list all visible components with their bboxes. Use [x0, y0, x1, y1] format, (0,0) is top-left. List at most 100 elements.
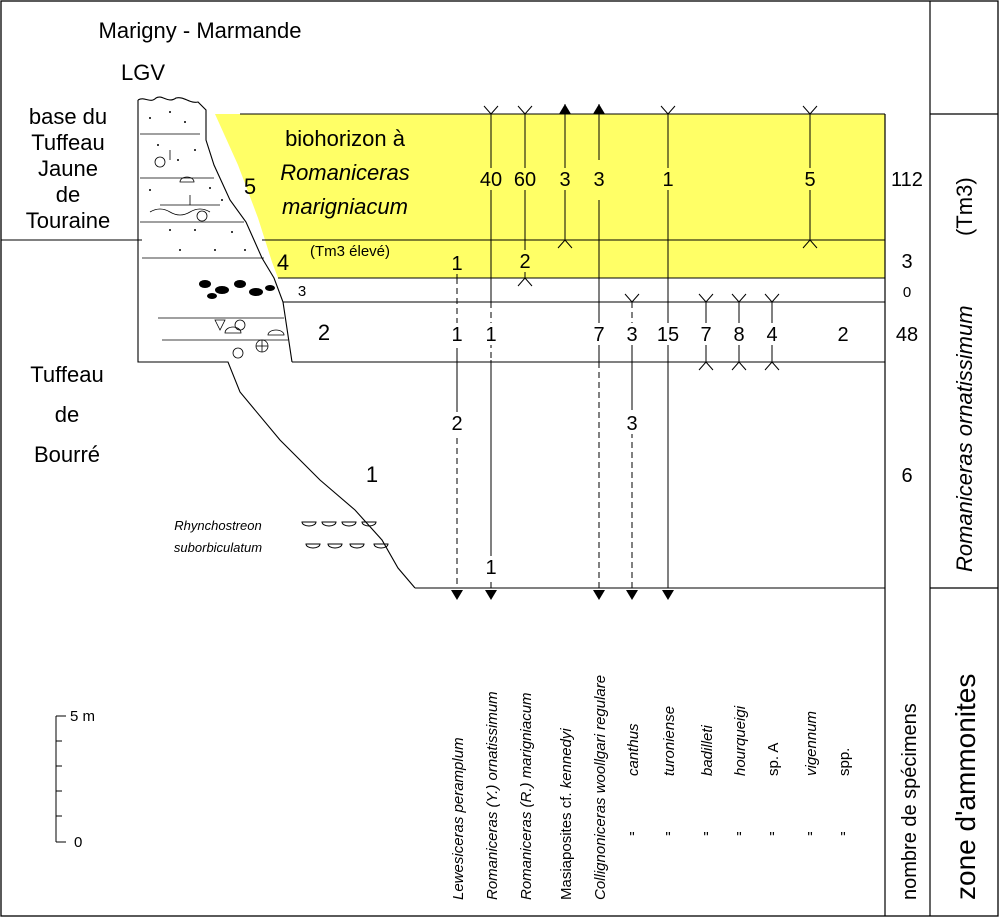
- ditto-mark: ": [807, 829, 812, 846]
- specimen-count: 3: [626, 413, 637, 435]
- range-top-fork: [660, 105, 676, 115]
- specimen-total: 112: [891, 169, 923, 191]
- specimen-total: 3: [901, 251, 912, 273]
- specimen-count: 1: [451, 253, 462, 275]
- specimen-count: 7: [593, 324, 604, 346]
- taxon-name: Romaniceras (Y.) ornatissimum: [484, 691, 501, 900]
- ditto-mark: ": [703, 829, 708, 846]
- range-continues-down-arrow: [626, 590, 638, 600]
- count-background: [829, 323, 857, 345]
- specimen-count: 1: [451, 324, 462, 346]
- formation-upper-line: Touraine: [26, 208, 110, 233]
- scale-bar: [55, 715, 66, 843]
- ditto-mark: ": [769, 829, 774, 846]
- ditto-mark: ": [629, 829, 634, 846]
- ditto-mark: ": [736, 829, 741, 846]
- formation-upper-line: base du: [29, 104, 107, 129]
- count-background: [443, 412, 471, 434]
- specimen-count: 4: [766, 324, 777, 346]
- specimen-count: 40: [480, 169, 502, 191]
- ditto-mark: ": [665, 829, 670, 846]
- formation-upper-label: base du Tuffeau Jaune de Touraine: [26, 104, 110, 233]
- count-background: [551, 168, 579, 190]
- range-bottom-fork: [802, 239, 818, 249]
- specimen-count: 60: [514, 169, 536, 191]
- site-subtitle: LGV: [121, 60, 165, 85]
- range-bottom-fork: [731, 361, 747, 371]
- specimen-total: 0: [903, 284, 911, 301]
- taxon-name: vigennum: [803, 711, 820, 776]
- ditto-mark: ": [840, 829, 845, 846]
- range-continues-up-arrow: [559, 104, 571, 114]
- bed-number: 3: [298, 283, 306, 300]
- count-background: [654, 323, 682, 345]
- specimen-count: 3: [593, 169, 604, 191]
- taxon-name: sp. A: [765, 743, 782, 776]
- zone-name: Romaniceras ornatissimum: [952, 305, 977, 572]
- specimen-count: 2: [519, 251, 530, 273]
- bed-number: 5: [244, 174, 256, 199]
- range-bottom-fork: [698, 361, 714, 371]
- log-weathering-profile: [137, 96, 293, 363]
- biohorizon-taxon-species: marigniacum: [282, 194, 408, 219]
- specimen-count: 8: [733, 324, 744, 346]
- biohorizon-label: biohorizon à: [285, 126, 406, 151]
- count-background: [758, 323, 786, 345]
- log-texture: [140, 133, 288, 359]
- taxon-name: spp.: [836, 748, 853, 776]
- count-column-title: nombre de spécimens: [899, 703, 921, 900]
- formation-lower-line: de: [55, 402, 79, 427]
- taxon-name: turoniense: [661, 706, 678, 776]
- count-background: [585, 168, 613, 190]
- specimen-count: 3: [559, 169, 570, 191]
- biohorizon-highlight: [215, 114, 885, 278]
- taxon-name: canthus: [625, 723, 642, 776]
- taxon-name: Masiaposites cf. kennedyi: [558, 728, 575, 900]
- bed-number: 4: [277, 250, 289, 275]
- bed-number: 1: [366, 462, 378, 487]
- range-top-fork: [731, 293, 747, 303]
- count-background: [477, 168, 505, 190]
- range-top-fork: [802, 105, 818, 115]
- formation-upper-line: Tuffeau: [31, 130, 104, 155]
- site-title: Marigny - Marmande: [99, 18, 302, 43]
- specimen-count: 15: [657, 324, 679, 346]
- count-background: [725, 323, 753, 345]
- formation-lower-line: Tuffeau: [30, 362, 103, 387]
- taxon-name: Romaniceras (R.) marigniacum: [518, 692, 535, 900]
- specimen-count: 2: [451, 413, 462, 435]
- count-background: [443, 252, 471, 274]
- range-continues-down-arrow: [485, 590, 497, 600]
- formation-lower-label: Tuffeau de Bourré: [30, 362, 103, 467]
- range-top-fork: [517, 105, 533, 115]
- count-background: [477, 556, 505, 578]
- range-continues-down-arrow: [593, 590, 605, 600]
- zone-code: (Tm3): [952, 177, 977, 236]
- range-bottom-fork: [517, 277, 533, 287]
- count-background: [654, 168, 682, 190]
- range-continues-down-arrow: [451, 590, 463, 600]
- formation-lower-line: Bourré: [34, 442, 100, 467]
- biohorizon-sublabel: (Tm3 élevé): [310, 243, 390, 260]
- range-bottom-fork: [764, 361, 780, 371]
- count-background: [585, 323, 613, 345]
- count-background: [443, 323, 471, 345]
- oyster-shells: [301, 521, 389, 549]
- taxon-name: badilleti: [699, 724, 716, 776]
- specimen-total: 6: [901, 465, 912, 487]
- count-background: [618, 412, 646, 434]
- range-top-fork: [483, 105, 499, 115]
- range-top-fork: [624, 293, 640, 303]
- range-continues-down-arrow: [662, 590, 674, 600]
- taxon-name: Collignoniceras woollgari regulare: [592, 675, 609, 900]
- specimen-count: 5: [804, 169, 815, 191]
- range-top-fork: [698, 293, 714, 303]
- scale-bar-bottom-label: 0: [74, 834, 82, 851]
- specimen-count: 1: [662, 169, 673, 191]
- fossil-label-genus: Rhynchostreon: [174, 518, 261, 533]
